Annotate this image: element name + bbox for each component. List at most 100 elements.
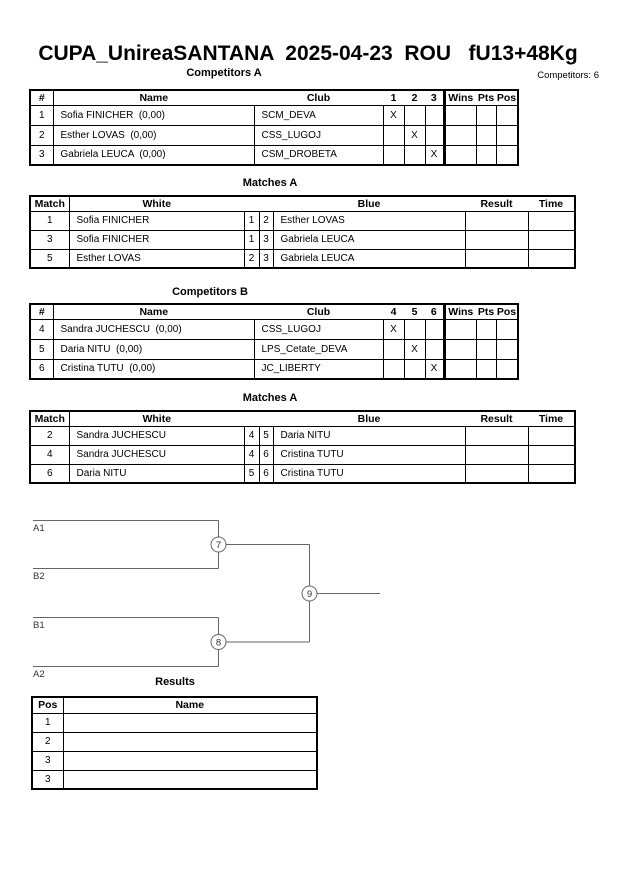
pos-cell [495, 318, 519, 340]
header-row: Pos Name [32, 697, 317, 713]
bracket-node-circle [301, 585, 318, 602]
mark-cell: X [424, 358, 445, 380]
white-number-cell: 4 [243, 444, 260, 465]
table-row: 2 Sandra JUCHESCU 4 5 Daria NITU [29, 425, 576, 446]
pts-cell [475, 124, 497, 146]
wins-cell [442, 104, 477, 126]
mark-cell [424, 104, 445, 126]
table-row: 1 Sofia FINICHER (0,00) SCM_DEVA X [29, 104, 519, 126]
bracket-line [33, 617, 310, 667]
time-cell [527, 248, 576, 269]
pos-cell [495, 104, 519, 126]
col-header-3: 3 [430, 91, 437, 104]
col-header-6: 6 [430, 305, 437, 318]
mark-cell: X [403, 124, 426, 146]
bracket-line [33, 520, 310, 569]
col-header-white: White [142, 197, 172, 210]
pts-cell [475, 318, 497, 340]
match-number-cell: 5 [29, 248, 70, 269]
time-cell [527, 425, 576, 446]
competitor-club-cell: LPS_Cetate_DEVA [253, 338, 384, 360]
matches-a-title: Matches A [242, 177, 298, 189]
competitor-club-cell: JC_LIBERTY [253, 358, 384, 380]
col-header-club: Club [306, 305, 331, 318]
col-header-2: 2 [411, 91, 418, 104]
col-header-pos: Pos [496, 305, 517, 318]
mark-cell [424, 124, 445, 146]
table-row: 3 [31, 769, 318, 790]
competitor-name-cell: Gabriela LEUCA (0,00) [52, 144, 255, 166]
result-cell [464, 210, 529, 231]
competitors-b-title: Competitors B [172, 286, 248, 298]
mark-cell [403, 104, 426, 126]
col-header-match: Match [30, 196, 70, 211]
mark-cell: X [382, 318, 405, 340]
col-header-blue: Blue [357, 197, 381, 210]
competitor-club-cell: CSM_DROBETA [253, 144, 384, 166]
competitor-number-cell: 3 [29, 144, 54, 166]
mark-cell [382, 338, 405, 360]
mark-cell [424, 318, 445, 340]
result-pos-cell: 2 [31, 731, 64, 752]
col-header-gap [244, 411, 259, 426]
result-name-cell [62, 750, 318, 771]
table-row: 2 Esther LOVAS (0,00) CSS_LUGOJ X [29, 124, 519, 146]
col-header-time: Time [538, 197, 564, 210]
header-row: # Name Club 1 2 3 Wins Pts Pos [30, 90, 518, 105]
col-header-gap [259, 411, 273, 426]
wins-cell [442, 318, 477, 340]
col-header-pos: Pos [496, 91, 517, 104]
match-number-cell: 4 [29, 444, 70, 465]
col-header-wins: Wins [442, 304, 476, 319]
bracket-node-number: 9 [307, 589, 312, 600]
wins-cell [442, 358, 477, 380]
competitor-name-cell: Sofia FINICHER (0,00) [52, 104, 255, 126]
match-number-cell: 1 [29, 210, 70, 231]
result-cell [464, 425, 529, 446]
mark-cell [403, 358, 426, 380]
white-name-cell: Daria NITU [68, 463, 245, 484]
table-row: 5 Esther LOVAS 2 3 Gabriela LEUCA [29, 248, 576, 269]
matches-a-table: Match White Blue Result Time 1 Sofia FIN… [29, 195, 576, 269]
pos-cell [495, 144, 519, 166]
competitor-number-cell: 6 [29, 358, 54, 380]
pts-cell [475, 338, 497, 360]
pts-cell [475, 104, 497, 126]
time-cell [527, 463, 576, 484]
col-header-wins: Wins [442, 90, 476, 105]
result-cell [464, 229, 529, 250]
mark-cell: X [403, 338, 426, 360]
col-header-pos: Pos [32, 697, 64, 713]
blue-number-cell: 6 [258, 463, 274, 484]
col-header-gap [244, 196, 259, 211]
pts-cell [475, 144, 497, 166]
competitor-name-cell: Esther LOVAS (0,00) [52, 124, 255, 146]
page-title: CUPA_UnireaSANTANA 2025-04-23 ROU fU13+4… [38, 42, 578, 65]
blue-number-cell: 6 [258, 444, 274, 465]
blue-number-cell: 3 [258, 229, 274, 250]
bracket-diagram: 7 8 9 A1 B2 B1 A2 [33, 520, 380, 680]
bracket-node-circle [210, 634, 227, 650]
mark-cell: X [424, 144, 445, 166]
competitor-number-cell: 1 [29, 104, 54, 126]
table-row: 1 [31, 712, 318, 733]
col-header-name: Name [139, 91, 169, 104]
header-row: # Name Club 4 5 6 Wins Pts Pos [30, 304, 518, 319]
white-name-cell: Sofia FINICHER [68, 229, 245, 250]
competitors-b-table: # Name Club 4 5 6 Wins Pts Pos 4 Sandra … [29, 303, 519, 380]
white-name-cell: Sofia FINICHER [68, 210, 245, 231]
time-cell [527, 210, 576, 231]
bracket-node-number: 7 [216, 540, 221, 551]
white-name-cell: Esther LOVAS [68, 248, 245, 269]
col-header-result: Result [480, 412, 513, 425]
competitor-name-cell: Cristina TUTU (0,00) [52, 358, 255, 380]
result-name-cell [62, 731, 318, 752]
competitor-name-cell: Daria NITU (0,00) [52, 338, 255, 360]
pts-cell [475, 358, 497, 380]
col-header-match: Match [30, 411, 70, 426]
pos-cell [495, 124, 519, 146]
white-name-cell: Sandra JUCHESCU [68, 425, 245, 446]
wins-cell [442, 338, 477, 360]
time-cell [527, 444, 576, 465]
